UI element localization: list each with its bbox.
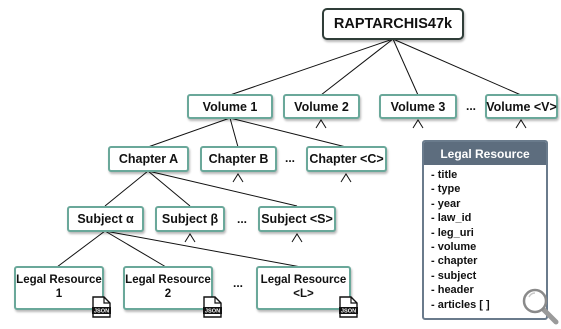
volume-node-3: Volume 3 (379, 94, 457, 119)
volume-label: Volume 1 (202, 99, 258, 114)
subject-node-alpha: Subject α (67, 206, 144, 232)
legal-resource-label: Legal Resource (260, 274, 347, 286)
json-file-icon: JSON (203, 296, 222, 318)
chapter-node-c: Chapter <C> (306, 146, 387, 172)
edge-chaptera-subject-alpha (104, 170, 149, 207)
edge-chaptera-subject-beta (147, 170, 191, 207)
legal-resource-label: Legal Resource (125, 274, 211, 286)
json-icon-text: JSON (94, 309, 109, 315)
chapter-ellipsis: ... (285, 151, 296, 165)
schema-field: - volume (431, 240, 477, 253)
json-icon-text: JSON (205, 309, 220, 315)
json-icon-text: JSON (341, 309, 356, 315)
subject-ellipsis: ... (237, 212, 248, 226)
edge-chaptera-subject-s (147, 170, 298, 207)
legal-resource-node-1: Legal Resource 1 (14, 266, 104, 310)
edge-subjectalpha-resource-l (104, 230, 302, 268)
chapter-node-a: Chapter A (108, 146, 189, 172)
edge-volume1-chapter-b (229, 117, 239, 148)
root-node: RAPTARCHIS47k (322, 8, 464, 40)
subject-node-beta: Subject β (155, 206, 225, 232)
schema-field: - header (431, 284, 474, 297)
schema-field: - chapter (431, 255, 478, 268)
schema-field-list: - title - type - year - law_id - leg_uri… (424, 165, 546, 312)
edge-subjectalpha-resource-2 (104, 230, 167, 268)
edge-root-volume-1 (229, 38, 394, 96)
subject-label: Subject α (77, 212, 134, 226)
collapsed-stub-subject-beta (184, 233, 196, 243)
edge-subjectalpha-resource-1 (56, 230, 106, 268)
edge-root-volume-v (392, 38, 522, 96)
volume-label: Volume 2 (294, 99, 349, 114)
volume-label: Volume 3 (390, 99, 446, 114)
collapsed-stub-chapter-b (232, 173, 244, 183)
volume-node-1: Volume 1 (187, 94, 273, 119)
collapsed-stub-chapter-c (340, 173, 352, 183)
schema-panel-title: Legal Resource (424, 142, 546, 165)
edge-volume1-chapter-c (229, 117, 347, 148)
legal-resource-node-l: Legal Resource <L> (256, 266, 351, 310)
chapter-label: Chapter <C> (309, 152, 384, 166)
edge-root-volume-2 (320, 38, 394, 96)
chapter-label: Chapter B (208, 152, 269, 166)
subject-label: Subject <S> (261, 212, 333, 226)
collapsed-stub-volume-3 (412, 119, 424, 129)
schema-field: - law_id (431, 212, 472, 225)
resource-ellipsis: ... (233, 276, 244, 290)
schema-field: - leg_uri (431, 226, 474, 239)
subject-node-s: Subject <S> (258, 206, 336, 232)
subject-label: Subject β (161, 212, 219, 226)
legal-resource-index: 2 (164, 288, 172, 300)
schema-field: - subject (431, 269, 477, 282)
json-file-icon: JSON (92, 296, 111, 318)
magnifier-icon (522, 288, 559, 325)
legal-resource-schema-panel: Legal Resource - title - type - year - l… (422, 140, 548, 320)
edge-root-volume-3 (392, 38, 419, 96)
schema-field: - articles [ ] (431, 298, 490, 311)
collapsed-stub-subject-s (291, 233, 303, 243)
legal-resource-label: Legal Resource (16, 274, 102, 286)
schema-field: - year (431, 197, 461, 210)
chapter-label: Chapter A (118, 152, 179, 166)
schema-field: - title (431, 169, 458, 181)
volume-ellipsis: ... (466, 99, 477, 113)
chapter-node-b: Chapter B (200, 146, 277, 172)
volume-label: Volume <V> (486, 99, 557, 114)
root-label: RAPTARCHIS47k (333, 16, 453, 32)
schema-field: - type (431, 183, 461, 196)
collapsed-stub-volume-v (515, 119, 527, 129)
legal-resource-index: 1 (55, 288, 63, 300)
legal-resource-node-2: Legal Resource 2 (123, 266, 213, 310)
collapsed-stub-volume-2 (315, 119, 327, 129)
legal-resource-index: <L> (293, 288, 314, 300)
volume-node-v: Volume <V> (485, 94, 558, 119)
edge-volume1-chapter-a (147, 117, 231, 148)
volume-node-2: Volume 2 (283, 94, 360, 119)
json-file-icon: JSON (339, 296, 358, 318)
